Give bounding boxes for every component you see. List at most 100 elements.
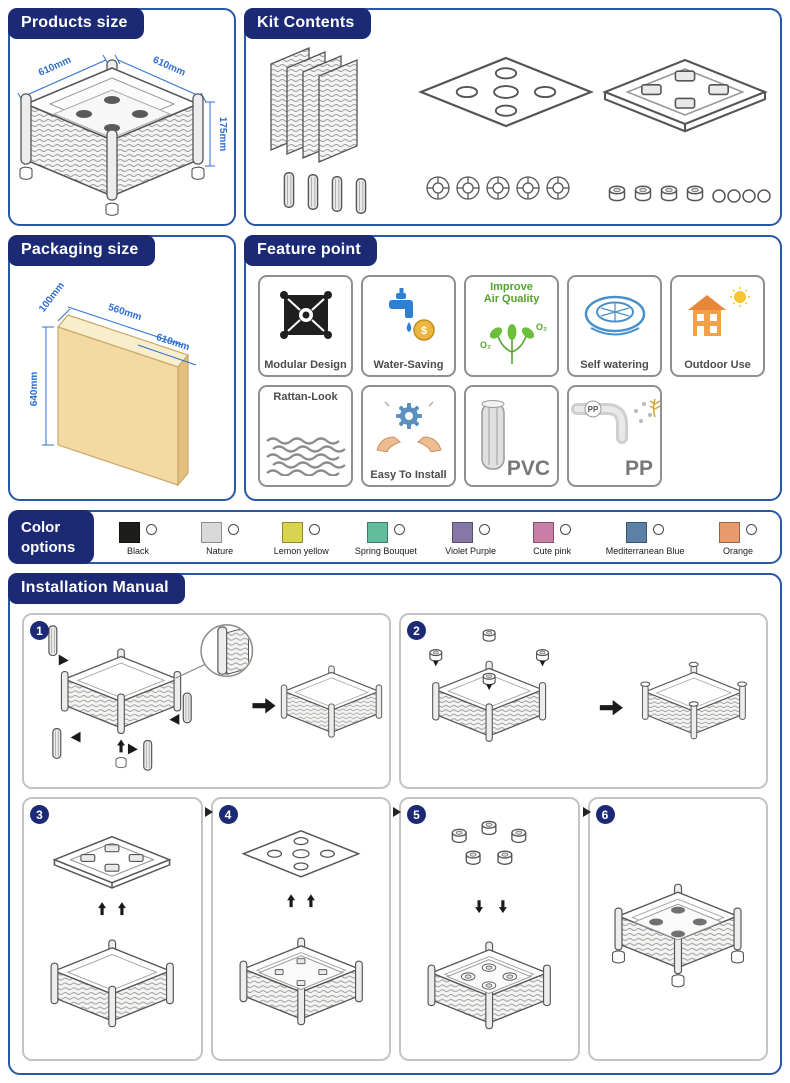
pp-pipe-icon: PP — [571, 398, 660, 444]
feature-point-header: Feature point — [244, 235, 377, 266]
color-ring-icon — [227, 523, 239, 535]
package-box — [56, 314, 190, 487]
color-label: Black — [126, 545, 149, 556]
color-options-title-line2: options — [21, 538, 76, 556]
dim-height: 175mm — [217, 117, 228, 152]
feature-water-saving: $ Water-Saving — [361, 275, 456, 377]
color-ring-icon — [146, 523, 157, 535]
dim-pack-depth: 100mm — [37, 280, 67, 314]
color-option-black: Black — [110, 521, 166, 556]
feature-label-pp: PP — [624, 457, 653, 480]
o2-right: O₂ — [536, 322, 547, 332]
feature-label: Water-Saving — [373, 359, 444, 371]
dim-width-right: 610mm — [151, 55, 187, 79]
step-number: 3 — [30, 805, 49, 824]
installation-steps: 1 — [22, 613, 768, 1061]
color-ring-icon — [393, 523, 405, 535]
step-1-illustration — [47, 624, 382, 771]
dim-pack-height: 640mm — [29, 372, 40, 407]
feature-label: Self watering — [580, 359, 649, 371]
step-2: 2 — [399, 613, 768, 789]
next-step-arrow-icon — [393, 807, 401, 817]
color-label: Orange — [722, 545, 753, 556]
step-number: 2 — [407, 621, 426, 640]
color-chip — [626, 521, 648, 543]
next-step-arrow-icon — [204, 807, 213, 817]
color-option-cute-pink: Cute pink — [524, 521, 580, 556]
feature-label: Improve Air Quality — [466, 281, 557, 305]
step-5-illustration — [427, 820, 552, 1030]
color-option-spring-bouquet: Spring Bouquet — [354, 521, 417, 556]
kit-top-plate — [419, 56, 593, 128]
modular-design-icon — [279, 291, 332, 339]
packaging-size-panel: Packaging size 640mm 100mm 560mm 610mm — [8, 235, 236, 501]
step-6: 6 — [587, 797, 768, 1061]
color-swatch-list: Black Nature Lemon yellow Spring Bouquet… — [110, 521, 766, 556]
color-ring-icon — [560, 523, 572, 535]
feature-grid: Modular Design $ Water- — [258, 275, 768, 491]
step-number: 6 — [595, 805, 615, 824]
color-chip — [282, 521, 304, 543]
color-options-panel: Color options Black Nature Lemon yellow … — [8, 510, 782, 564]
step-5: 5 — [399, 797, 580, 1061]
kit-contents-panel: Kit Contents — [244, 8, 782, 226]
feature-self-watering: Self watering — [567, 275, 662, 377]
packaging-size-diagram: 640mm 100mm 560mm 610mm — [29, 280, 197, 487]
feature-point-panel: Feature point Modular Design — [244, 235, 782, 501]
self-watering-icon — [584, 295, 645, 336]
kit-contents-header: Kit Contents — [244, 8, 371, 39]
feature-easy-install: Easy To Install — [361, 385, 456, 487]
second-row: Packaging size 640mm 100mm 560mm 610mm — [8, 235, 782, 501]
color-chip — [366, 521, 388, 543]
color-chip — [533, 521, 555, 543]
water-saving-icon: $ — [388, 288, 435, 341]
kit-rings — [712, 189, 771, 203]
feature-label-line2: Air Quality — [483, 293, 540, 306]
top-row: Products size 610mm 610mm 175mm — [8, 8, 782, 226]
color-chip — [718, 521, 740, 543]
color-ring-icon — [653, 523, 665, 535]
color-label: Cute pink — [533, 545, 572, 556]
step-3: 3 — [22, 797, 203, 1061]
color-label: Mediterranean Blue — [605, 545, 685, 556]
feature-label-line1: Improve — [490, 281, 533, 293]
feature-pvc: PVC — [464, 385, 559, 487]
steps-row-2: 3 4 — [22, 797, 768, 1061]
color-options-header: Color options — [8, 510, 94, 564]
kit-corner-posts — [283, 172, 367, 214]
feature-rattan-look: Rattan-Look — [258, 385, 353, 487]
color-label: Lemon yellow — [273, 545, 329, 556]
kit-grommets — [426, 176, 570, 200]
feature-label: Rattan-Look — [273, 391, 338, 403]
color-chip — [119, 521, 140, 543]
step-6-illustration — [611, 883, 744, 988]
air-quality-icon: O₂ O₂ — [480, 322, 547, 364]
kit-base-tray — [603, 58, 767, 133]
feature-label: Easy To Install — [370, 469, 447, 481]
coin-symbol: $ — [420, 325, 426, 337]
step-3-illustration — [50, 835, 175, 1028]
easy-install-icon — [375, 401, 442, 452]
steps-row-1: 1 — [22, 613, 768, 789]
kit-contents-diagram — [270, 47, 771, 214]
color-option-nature: Nature — [192, 521, 248, 556]
color-ring-icon — [478, 523, 490, 535]
color-label: Spring Bouquet — [354, 545, 417, 556]
color-ring-icon — [745, 523, 757, 535]
step-number: 5 — [407, 805, 426, 824]
feature-outdoor-use: Outdoor Use — [670, 275, 765, 377]
step-4: 4 — [210, 797, 391, 1061]
color-chip — [451, 521, 473, 543]
color-option-mediterranean-blue: Mediterranean Blue — [605, 521, 685, 556]
color-option-lemon-yellow: Lemon yellow — [273, 521, 329, 556]
feature-modular-design: Modular Design — [258, 275, 353, 377]
o2-left: O₂ — [480, 340, 491, 350]
color-options-title-line1: Color — [21, 519, 61, 536]
step-number: 4 — [218, 805, 238, 824]
package-dimension-lines — [42, 306, 197, 446]
step-4-illustration — [239, 830, 363, 1026]
step-number: 1 — [30, 621, 49, 640]
color-option-orange: Orange — [710, 521, 766, 556]
pp-badge: PP — [588, 405, 599, 414]
